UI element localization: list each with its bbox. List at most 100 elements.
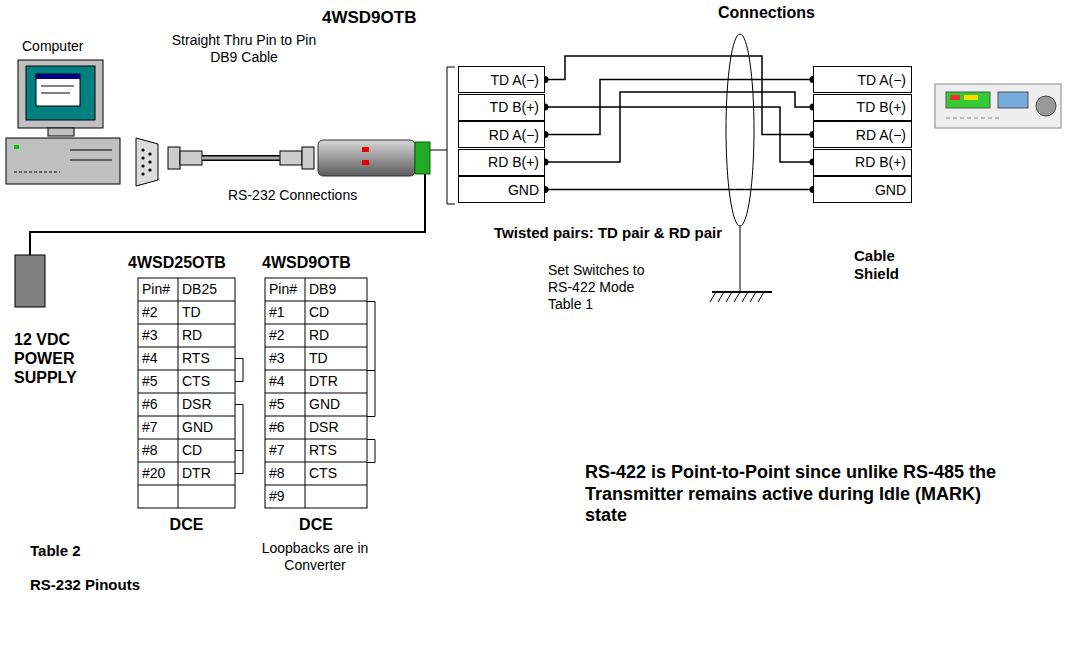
converter-body-part [318,140,415,176]
table-row-line [138,301,235,302]
label: DCE [265,515,367,534]
label: 4WSD9OTB [262,253,351,272]
table-cell: TD [182,304,201,321]
table-row-line [265,416,367,417]
instrument-icon-part [950,95,960,100]
table-cell: #1 [269,304,285,321]
table-cell: #5 [269,396,285,413]
table-cell: Pin# [142,281,170,298]
computer-icon-part [26,66,95,120]
table-row-line [265,393,367,394]
table-cell: #3 [269,350,285,367]
label: Loopbacks are in Converter [248,540,382,574]
table-cell: #2 [142,304,158,321]
table-cell: GND [309,396,340,413]
computer-icon-part [48,128,74,136]
ground-hatch [710,292,764,302]
terminal-bracket-part [447,67,455,204]
wire [542,56,817,138]
wire [542,186,817,193]
label: Cable Shield [852,247,928,283]
label: RS-232 Connections [228,187,357,204]
table-row-line [265,462,367,463]
table-row-line [265,439,367,440]
db9-cable-part [180,151,202,165]
terminal-label: TD B(+) [490,99,539,115]
label: 4WSD9OTB [322,8,416,28]
db9-cable-part [202,155,280,161]
db9-connector-part [148,168,151,171]
db9-connector-part [141,172,144,175]
cable-shield-part [726,34,754,226]
table-cell: #6 [142,396,158,413]
db9-connector-part [141,164,144,167]
terminal-label: TD B(+) [857,99,906,115]
loopback-brackets-part [367,440,375,463]
db9-connector-part [136,138,158,186]
wire [542,92,817,166]
computer-icon-part [41,86,74,87]
table-row-line [138,439,235,440]
computer-icon-part [14,145,19,149]
label: Table 2 [30,542,81,560]
table-row-line [265,301,367,302]
terminal-bracket-part [430,150,447,151]
computer-icon-part [41,93,70,94]
table-row-line [138,462,235,463]
terminal-cell: GND [813,176,912,203]
ground-hatch-stroke [718,292,724,302]
ground-hatch-stroke [758,292,764,302]
loopback-brackets-part [367,302,375,417]
instrument-icon-part [946,92,990,108]
computer-icon-part [36,74,80,79]
db9-connector-part [148,152,151,155]
terminal-cell: TD A(−) [813,66,912,93]
db9-cable-part [168,147,180,169]
label: 12 VDC POWER SUPPLY [14,330,96,388]
loopback-brackets-part [235,359,243,382]
power-cable-part [30,174,425,255]
ground-hatch-stroke [750,292,756,302]
computer-icon-part [18,60,103,128]
db9-cable-part [202,157,280,160]
converter-body-part [362,160,369,165]
table-cell: #20 [142,465,165,482]
ground-hatch-stroke [734,292,740,302]
table-frame [138,278,235,508]
label: Straight Thru Pin to Pin DB9 Cable [158,32,330,66]
table-cell: RD [182,327,202,344]
ground-hatch-stroke [710,292,716,302]
terminal-cell: RD A(−) [813,121,912,148]
db9-connector-part [148,160,151,163]
table-cell: #7 [269,442,285,459]
db9-cable-part [302,147,314,169]
label: RS-422 is Point-to-Point since unlike RS… [585,462,1005,527]
terminal-label: RD A(−) [856,127,906,143]
table-grid [138,278,367,508]
label: DCE [138,515,235,534]
power-supply [15,255,45,307]
computer-icon-part [36,74,80,106]
terminal-cell: RD B(+) [813,149,912,176]
table-cell: DTR [309,373,338,390]
terminal-cell: TD B(+) [813,94,912,121]
table-cell: DSR [182,396,212,413]
terminal-label: TD A(−) [490,72,539,88]
table-cell: RD [309,327,329,344]
db9-cable-part [280,151,302,165]
cable-shield-part [740,226,741,292]
db9-cable [168,147,314,169]
cable-shield [712,34,772,292]
computer-icon-part [70,160,112,161]
table-cell: DB25 [182,281,217,298]
instrument-icon [935,84,1061,128]
table-frame [265,278,367,508]
computer-icon-part [70,150,112,151]
table-row-line [265,370,367,371]
wire [542,76,817,138]
db9-connector-part [141,148,144,151]
table-cell: #4 [142,350,158,367]
table-cell: CD [309,304,329,321]
table-cell: CTS [309,465,337,482]
